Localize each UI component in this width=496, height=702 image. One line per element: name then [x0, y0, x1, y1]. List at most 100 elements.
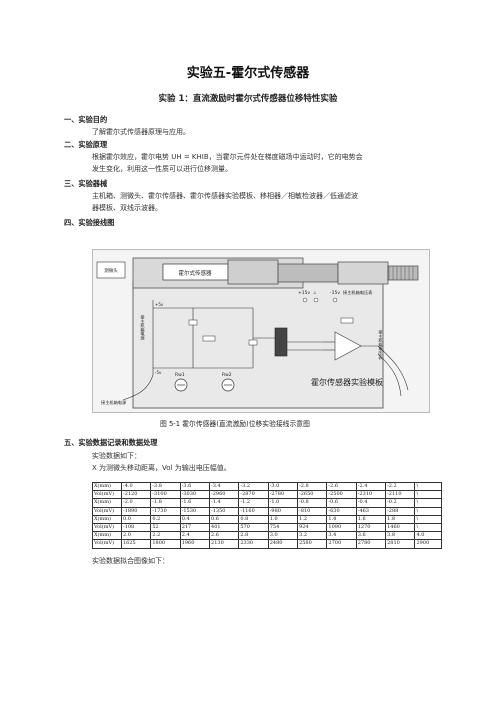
table-cell: \ [414, 498, 442, 508]
table-cell: 570 [238, 522, 269, 533]
table-cell: \ [414, 522, 442, 533]
table-cell: 2.8 [238, 531, 269, 541]
table-cell: -0.2 [385, 498, 416, 508]
supply-label: 接主机箱电源 [101, 399, 127, 406]
body-line: 发生变化，利用这一性质可以进行位移测量。 [92, 165, 232, 173]
table-cell: 401 [209, 522, 240, 533]
table-cell: -0.4 [355, 498, 387, 508]
table-cell: -2120 [120, 490, 152, 500]
body-line: 主机箱、测微头、霍尔传感器、霍尔传感器实验模板、移相器／相敏检波器／低通滤波 [92, 192, 358, 200]
table-cell: 3.4 [326, 531, 357, 541]
vplus-label: +5v [155, 302, 164, 307]
table-cell: -1890 [120, 506, 152, 516]
table-cell: -2110 [385, 490, 416, 500]
table-cell: 2.2 [150, 531, 181, 541]
section-heading-equipment: 三、实验器械 [64, 179, 108, 188]
body-line: 了解霍尔式传感器原理与应用。 [92, 128, 190, 136]
table-cell: \ [414, 481, 442, 492]
wiring-diagram: 测微头 霍尔式传感器 +15v -15v ⊥ 接主机箱电源 接主机箱电压表 +5… [92, 249, 430, 413]
section-body-equipment: 主机箱、测微头、霍尔传感器、霍尔传感器实验模板、移相器／相敏检波器／低通滤波 器… [92, 190, 432, 214]
table-cell: 2700 [326, 539, 357, 549]
table-cell: -3.0 [267, 481, 299, 492]
table-cell: 2.4 [179, 531, 211, 541]
table-cell: -2780 [267, 490, 299, 500]
table-cell: 1.6 [355, 514, 387, 524]
plus15-label: +15v [298, 290, 310, 296]
table-cell: -1530 [179, 506, 211, 516]
section-body-principle: 根据霍尔效应，霍尔电势 UH = KHIB，当霍尔元件处在梯度磁场中运动时，它的… [92, 151, 432, 175]
section-heading-purpose: 一、实验目的 [64, 115, 108, 124]
body-line: 实验数据如下： [92, 452, 141, 460]
table-cell: -0.8 [297, 498, 328, 508]
table-cell: 1270 [355, 522, 387, 533]
table-cell: \ [414, 506, 442, 516]
table-cell: \ [414, 514, 442, 524]
body-line: 实验数据拟合图像如下： [92, 557, 169, 565]
vminus-label: -5v [155, 370, 162, 375]
body-line: 器模板、双线示波器。 [92, 204, 162, 212]
body-line: 根据霍尔效应，霍尔电势 UH = KHIB，当霍尔元件处在梯度磁场中运动时，它的… [92, 153, 363, 161]
table-cell: -3.6 [179, 481, 211, 492]
figure-caption: 图 5-1 霍尔传感器(直流激励)位移实验接线示意图 [160, 420, 310, 428]
page-title: 实验五-霍尔式传感器 [186, 66, 310, 81]
table-cell: -2.6 [326, 481, 357, 492]
table-cell: -2.2 [385, 481, 416, 492]
table-row-label: X(mm) [92, 498, 122, 508]
table-row-label: X(mm) [92, 531, 122, 541]
ground-symbol: ⊥ [313, 290, 317, 296]
right-vertical-label: 接主机箱电压表 [378, 329, 384, 361]
table-row-label: Vol(mV) [92, 522, 122, 533]
table-cell: 1625 [120, 539, 152, 549]
table-row-label: X(mm) [92, 514, 122, 524]
table-cell: 2780 [355, 539, 387, 549]
table-cell: 1.4 [326, 514, 357, 524]
table-cell: -463 [355, 506, 387, 516]
experiment-subtitle: 实验 1：直流激励时霍尔式传感器位移特性实验 [158, 94, 338, 104]
table-cell: -3030 [179, 490, 211, 500]
table-cell: -0.6 [326, 498, 357, 508]
table-row-label: X(mm) [92, 481, 122, 492]
section-heading-principle: 二、实验原理 [64, 140, 108, 149]
minus15-label: -15v [330, 290, 340, 296]
fit-caption: 实验数据拟合图像如下： [92, 555, 432, 567]
table-cell: 52 [150, 522, 181, 533]
table-cell: 0.8 [238, 514, 269, 524]
table-cell: 1960 [179, 539, 211, 549]
table-cell: 3.6 [355, 531, 387, 541]
wiring-diagram-svg: 测微头 霍尔式传感器 +15v -15v ⊥ 接主机箱电源 接主机箱电压表 +5… [96, 257, 419, 409]
hall-sensor-label: 霍尔式传感器 [178, 269, 212, 277]
table-cell: 1800 [150, 539, 181, 549]
table-cell: 1460 [385, 522, 416, 533]
table-cell: 1090 [326, 522, 357, 533]
table-cell: 3.2 [297, 531, 328, 541]
table-row: Vol(mV)-2120-3100-3030-2960-2870-2780-26… [92, 490, 442, 500]
table-cell: -288 [385, 506, 416, 516]
module-label: 霍尔传感器实验模板 [311, 377, 383, 387]
table-cell: 2900 [414, 539, 442, 549]
table-cell: 2130 [209, 539, 240, 549]
table-cell: -108 [120, 522, 152, 533]
section-heading-wiring: 四、实验接线图 [64, 218, 115, 227]
table-cell: 2.6 [209, 531, 240, 541]
table-row-label: Vol(mV) [92, 539, 122, 549]
table-cell: -980 [267, 506, 299, 516]
table-row: X(mm)-2.0-1.8-1.6-1.4-1.2-1.0-0.8-0.6-0.… [92, 498, 442, 508]
table-cell: -4.0 [120, 481, 152, 492]
table-cell: -3.8 [150, 481, 181, 492]
table-cell: 924 [297, 522, 328, 533]
table-cell: -3.4 [209, 481, 240, 492]
table-cell: -1.0 [267, 498, 299, 508]
table-cell: -1.2 [238, 498, 269, 508]
table-cell: -630 [326, 506, 357, 516]
table-cell: -2500 [326, 490, 357, 500]
table-cell: 2.0 [120, 531, 152, 541]
table-cell: -2960 [209, 490, 240, 500]
table-cell: -2650 [297, 490, 328, 500]
table-cell: 2330 [238, 539, 269, 549]
meter-label: 接主机箱电压表 [343, 289, 373, 296]
body-line: X 为测微头移动距离，Vol 为输出电压幅值。 [92, 464, 231, 472]
rw1-label: Rw1 [175, 372, 185, 378]
